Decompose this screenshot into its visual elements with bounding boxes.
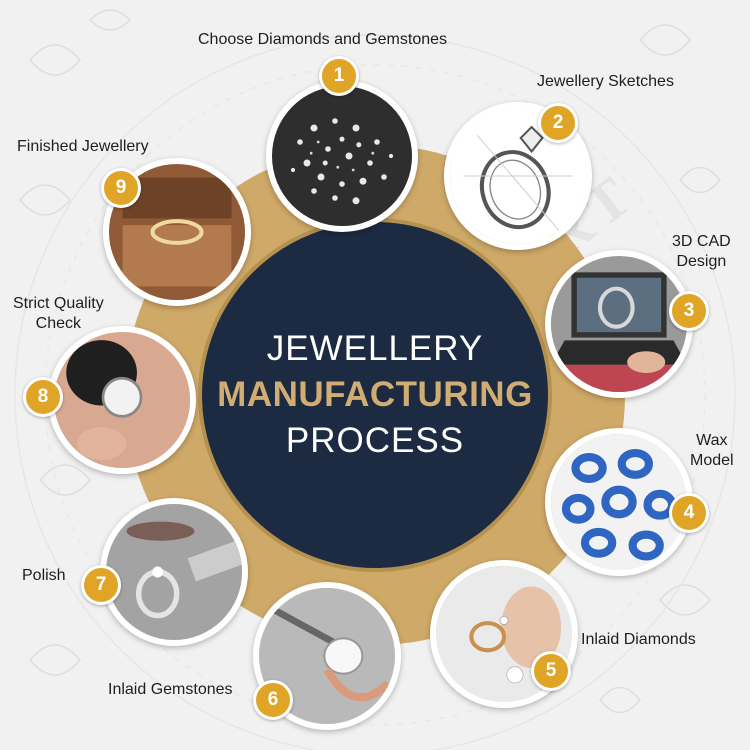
title-line-3: PROCESS <box>285 421 465 460</box>
cad-laptop-image <box>551 256 687 392</box>
step-9-badge: 9 <box>101 168 141 208</box>
step-6-photo <box>253 582 401 730</box>
quality-check-image <box>54 332 190 468</box>
step-7-label: Polish <box>22 567 66 584</box>
step-8-label: Strict Quality Check <box>13 294 104 334</box>
step-7-photo <box>100 498 248 646</box>
step-2-label: Jewellery Sketches <box>537 73 674 90</box>
step-4-label-line-1: Wax <box>696 432 728 449</box>
title-line-2: MANUFACTURING <box>217 375 533 414</box>
title-line-1: JEWELLERY <box>266 329 484 368</box>
step-9-label: Finished Jewellery <box>17 138 149 155</box>
step-4-label: Wax Model <box>690 431 734 471</box>
step-1-badge: 1 <box>319 56 359 96</box>
step-4-label-line-2: Model <box>690 452 734 469</box>
center-title-circle: JEWELLERY MANUFACTURING PROCESS <box>198 218 552 572</box>
step-8-label-line-1: Strict Quality <box>13 295 104 312</box>
step-3-badge: 3 <box>669 291 709 331</box>
step-2-photo <box>444 102 592 250</box>
step-7-badge: 7 <box>81 565 121 605</box>
step-4-photo <box>545 428 693 576</box>
diamonds-image <box>272 86 412 226</box>
step-3-photo <box>545 250 693 398</box>
step-2-badge: 2 <box>538 103 578 143</box>
step-3-label: 3D CAD Design <box>672 232 731 272</box>
step-5-label: Inlaid Diamonds <box>581 631 696 648</box>
step-8-badge: 8 <box>23 377 63 417</box>
step-3-label-line-2: Design <box>676 253 727 270</box>
step-8-photo <box>48 326 196 474</box>
polish-image <box>106 504 242 640</box>
sketch-image <box>450 108 586 244</box>
step-4-badge: 4 <box>669 493 709 533</box>
step-6-label: Inlaid Gemstones <box>108 681 233 698</box>
step-3-label-line-1: 3D CAD <box>672 233 731 250</box>
step-6-badge: 6 <box>253 680 293 720</box>
step-1-label: Choose Diamonds and Gemstones <box>198 31 448 48</box>
step-8-label-line-2: Check <box>35 315 82 332</box>
wax-model-image <box>551 434 687 570</box>
step-1-photo <box>266 80 418 232</box>
step-5-badge: 5 <box>531 651 571 691</box>
